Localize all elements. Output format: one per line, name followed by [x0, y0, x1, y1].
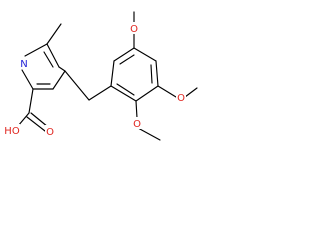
atom-labels: N O O O O HO: [3, 22, 186, 138]
bond-benz-4: [155, 60, 159, 87]
bond-benz-2: [113, 47, 135, 62]
methoxy-oxygen-right-label: O: [177, 93, 185, 104]
bond-benz-6-inner: [116, 83, 135, 96]
bond-ring-c6-n1: [24, 43, 48, 57]
bond-acid-c3-c: [28, 88, 34, 114]
bond-acid-c-oh: [17, 112, 30, 127]
bond-ring-c4-c5: [58, 66, 66, 72]
hydroxyl-label: HO: [4, 126, 20, 137]
bond-benz-6: [110, 85, 137, 102]
methoxy-oxygen-bottom-label: O: [133, 119, 141, 130]
bond-benz-1: [110, 60, 115, 87]
bond-benz-3: [133, 47, 157, 62]
bond-ring-c3-c4: [52, 70, 66, 90]
bond-benz-2-inner: [119, 54, 135, 65]
bonds: [17, 11, 198, 141]
nitrogen-atom-label: N: [20, 59, 27, 70]
bond-ome-right-1: [157, 85, 177, 98]
bond-benz-5: [135, 85, 159, 102]
bond-ring-c6-c5: [46, 43, 60, 68]
bond-ring-c6-c5-inner: [43, 51, 54, 68]
bond-acid-c-o-2: [26, 116, 46, 132]
bond-ome-bottom-1: [135, 100, 138, 119]
bond-ome-bottom-2: [137, 127, 161, 141]
bond-ome-right-2: [184, 87, 198, 98]
bond-acid-c-o-1: [30, 112, 49, 128]
methoxy-oxygen-top-label: O: [130, 24, 138, 35]
chemical-structure: N O O O O HO: [3, 11, 198, 141]
carbonyl-oxygen-label: O: [46, 127, 54, 138]
bond-bridge-1: [64, 70, 90, 101]
bond-benz-4-inner: [150, 64, 153, 84]
bond-methyl: [46, 23, 62, 45]
bond-ring-n1-c2: [21, 69, 34, 90]
bond-bridge-2: [88, 85, 112, 101]
